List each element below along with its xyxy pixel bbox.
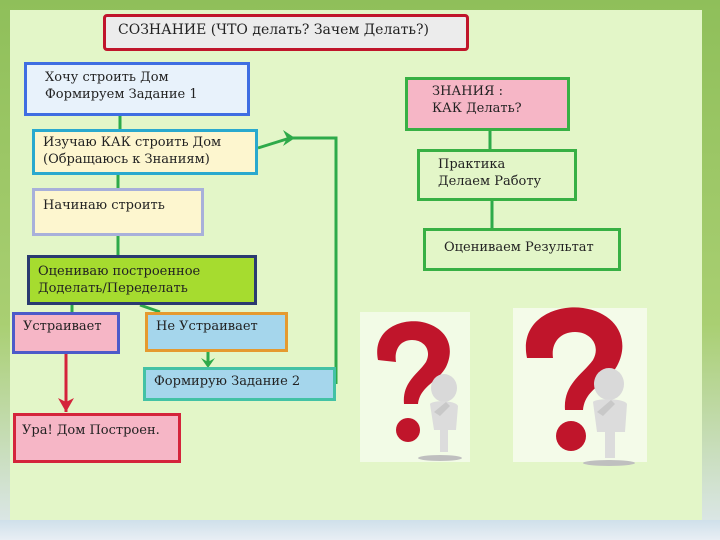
form-task2-box: Формирую Задание 2 (143, 367, 336, 401)
study-how-box: Изучаю КАК строить Дом (Обращаюсь к Знан… (32, 129, 258, 175)
slide-footer-band (0, 520, 720, 540)
knowledge-box: ЗНАНИЯ : КАК Делать? (405, 77, 570, 131)
start-building-box: Начинаю строить (32, 188, 204, 236)
want-to-build-box: Хочу строить Дом Формируем Задание 1 (24, 62, 250, 116)
satisfies-box: Устраивает (12, 312, 120, 354)
practice-box: Практика Делаем Работу (417, 149, 577, 201)
not-satisfies-box: Не Устраивает (145, 312, 288, 352)
question-person-figure-large (513, 307, 647, 466)
evaluate-result-box: Оцениваем Результат (423, 228, 621, 271)
question-person-figure-small (360, 312, 470, 462)
house-built-box: Ура! Дом Построен. (13, 413, 181, 463)
evaluate-built-box: Оцениваю построенное Доделать/Переделать (27, 255, 257, 305)
consciousness-title-box: СОЗНАНИЕ (ЧТО делать? Зачем Делать?) (103, 14, 469, 51)
